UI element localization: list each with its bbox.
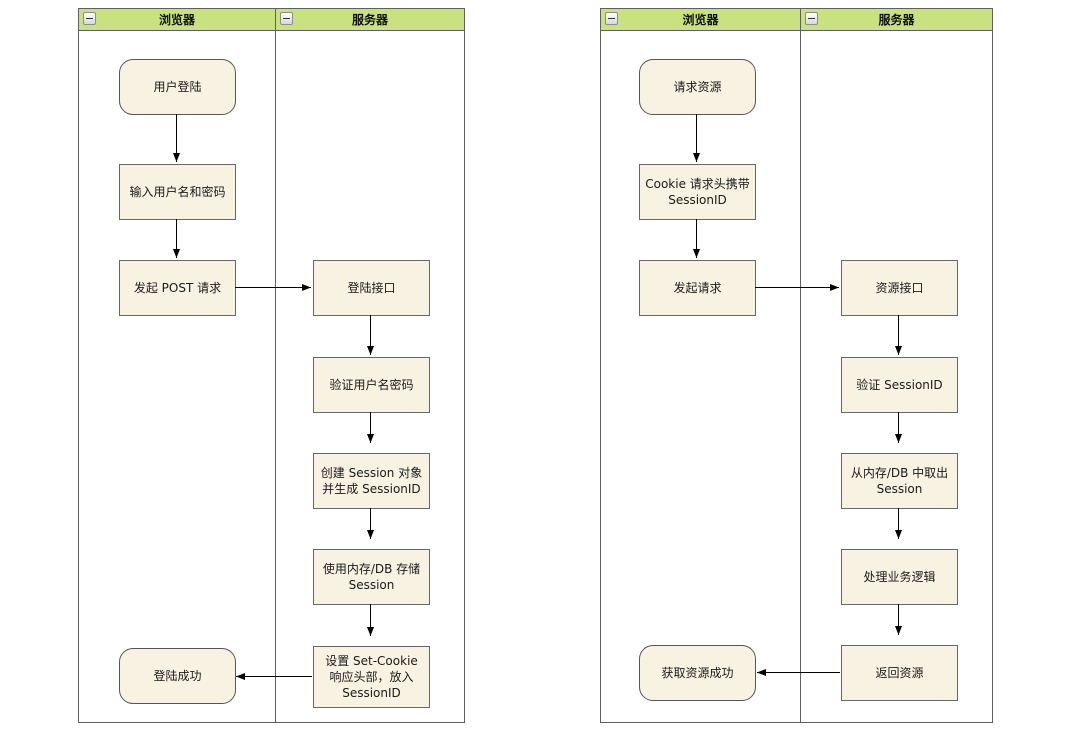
collapse-icon[interactable] xyxy=(805,12,818,25)
collapse-icon[interactable] xyxy=(83,12,96,25)
pool-header: 浏览器 服务器 xyxy=(79,9,464,31)
node-label: 请求资源 xyxy=(673,79,722,94)
node-label: 输入用户名和密码 xyxy=(129,184,226,199)
lane-header-server[interactable]: 服务器 xyxy=(800,9,992,30)
pool-header: 浏览器 服务器 xyxy=(601,9,992,31)
lane-title: 服务器 xyxy=(351,13,388,27)
node-label: 处理业务逻辑 xyxy=(863,569,936,584)
node-label: 获取资源成功 xyxy=(661,665,734,680)
node-login-success[interactable]: 登陆成功 xyxy=(119,648,236,704)
node-resource-api[interactable]: 资源接口 xyxy=(841,260,958,316)
node-label: Cookie 请求头携带 SessionID xyxy=(645,176,750,207)
lane-title: 服务器 xyxy=(878,13,915,27)
node-business-logic[interactable]: 处理业务逻辑 xyxy=(841,549,958,605)
node-return-resource[interactable]: 返回资源 xyxy=(841,645,958,701)
node-user-login[interactable]: 用户登陆 xyxy=(119,59,236,115)
collapse-icon[interactable] xyxy=(280,12,293,25)
lane-header-server[interactable]: 服务器 xyxy=(275,9,464,30)
node-label: 登陆成功 xyxy=(153,668,202,683)
node-request-resource[interactable]: 请求资源 xyxy=(639,59,756,115)
minus-glyph xyxy=(608,18,615,19)
pool-session-login: 浏览器 服务器 用户登陆 输入用户名和密码 发起 POST 请求 登陆接口 验证… xyxy=(78,8,465,723)
node-cookie-header[interactable]: Cookie 请求头携带 SessionID xyxy=(639,164,756,220)
node-load-session[interactable]: 从内存/DB 中取出 Session xyxy=(841,453,958,509)
node-get-resource-success[interactable]: 获取资源成功 xyxy=(639,645,756,701)
node-label: 用户登陆 xyxy=(153,79,202,94)
node-label: 登陆接口 xyxy=(347,280,396,295)
node-set-cookie[interactable]: 设置 Set-Cookie 响应头部，放入 SessionID xyxy=(313,646,430,708)
node-create-session[interactable]: 创建 Session 对象并生成 SessionID xyxy=(313,453,430,509)
node-verify-credentials[interactable]: 验证用户名密码 xyxy=(313,357,430,413)
node-verify-session[interactable]: 验证 SessionID xyxy=(841,357,958,413)
lane-divider xyxy=(275,30,276,722)
lane-title: 浏览器 xyxy=(158,13,195,27)
node-input-credentials[interactable]: 输入用户名和密码 xyxy=(119,164,236,220)
node-label: 发起请求 xyxy=(673,280,722,295)
node-label: 验证 SessionID xyxy=(856,377,943,392)
node-label: 使用内存/DB 存储 Session xyxy=(322,561,421,592)
node-label: 资源接口 xyxy=(875,280,924,295)
node-label: 从内存/DB 中取出 Session xyxy=(850,465,949,496)
pool-session-resource: 浏览器 服务器 请求资源 Cookie 请求头携带 SessionID 发起请求… xyxy=(600,8,993,723)
minus-glyph xyxy=(283,18,290,19)
node-post-request[interactable]: 发起 POST 请求 xyxy=(119,260,236,316)
node-label: 设置 Set-Cookie 响应头部，放入 SessionID xyxy=(325,653,418,701)
lane-title: 浏览器 xyxy=(682,13,719,27)
node-label: 验证用户名密码 xyxy=(329,377,414,392)
node-label: 返回资源 xyxy=(875,665,924,680)
lane-header-browser[interactable]: 浏览器 xyxy=(79,9,275,30)
node-store-session[interactable]: 使用内存/DB 存储 Session xyxy=(313,549,430,605)
lane-header-browser[interactable]: 浏览器 xyxy=(601,9,800,30)
node-send-request[interactable]: 发起请求 xyxy=(639,260,756,316)
minus-glyph xyxy=(86,18,93,19)
minus-glyph xyxy=(808,18,815,19)
lane-divider xyxy=(800,30,801,722)
node-login-api[interactable]: 登陆接口 xyxy=(313,260,430,316)
node-label: 创建 Session 对象并生成 SessionID xyxy=(320,465,423,496)
collapse-icon[interactable] xyxy=(605,12,618,25)
node-label: 发起 POST 请求 xyxy=(133,280,222,295)
